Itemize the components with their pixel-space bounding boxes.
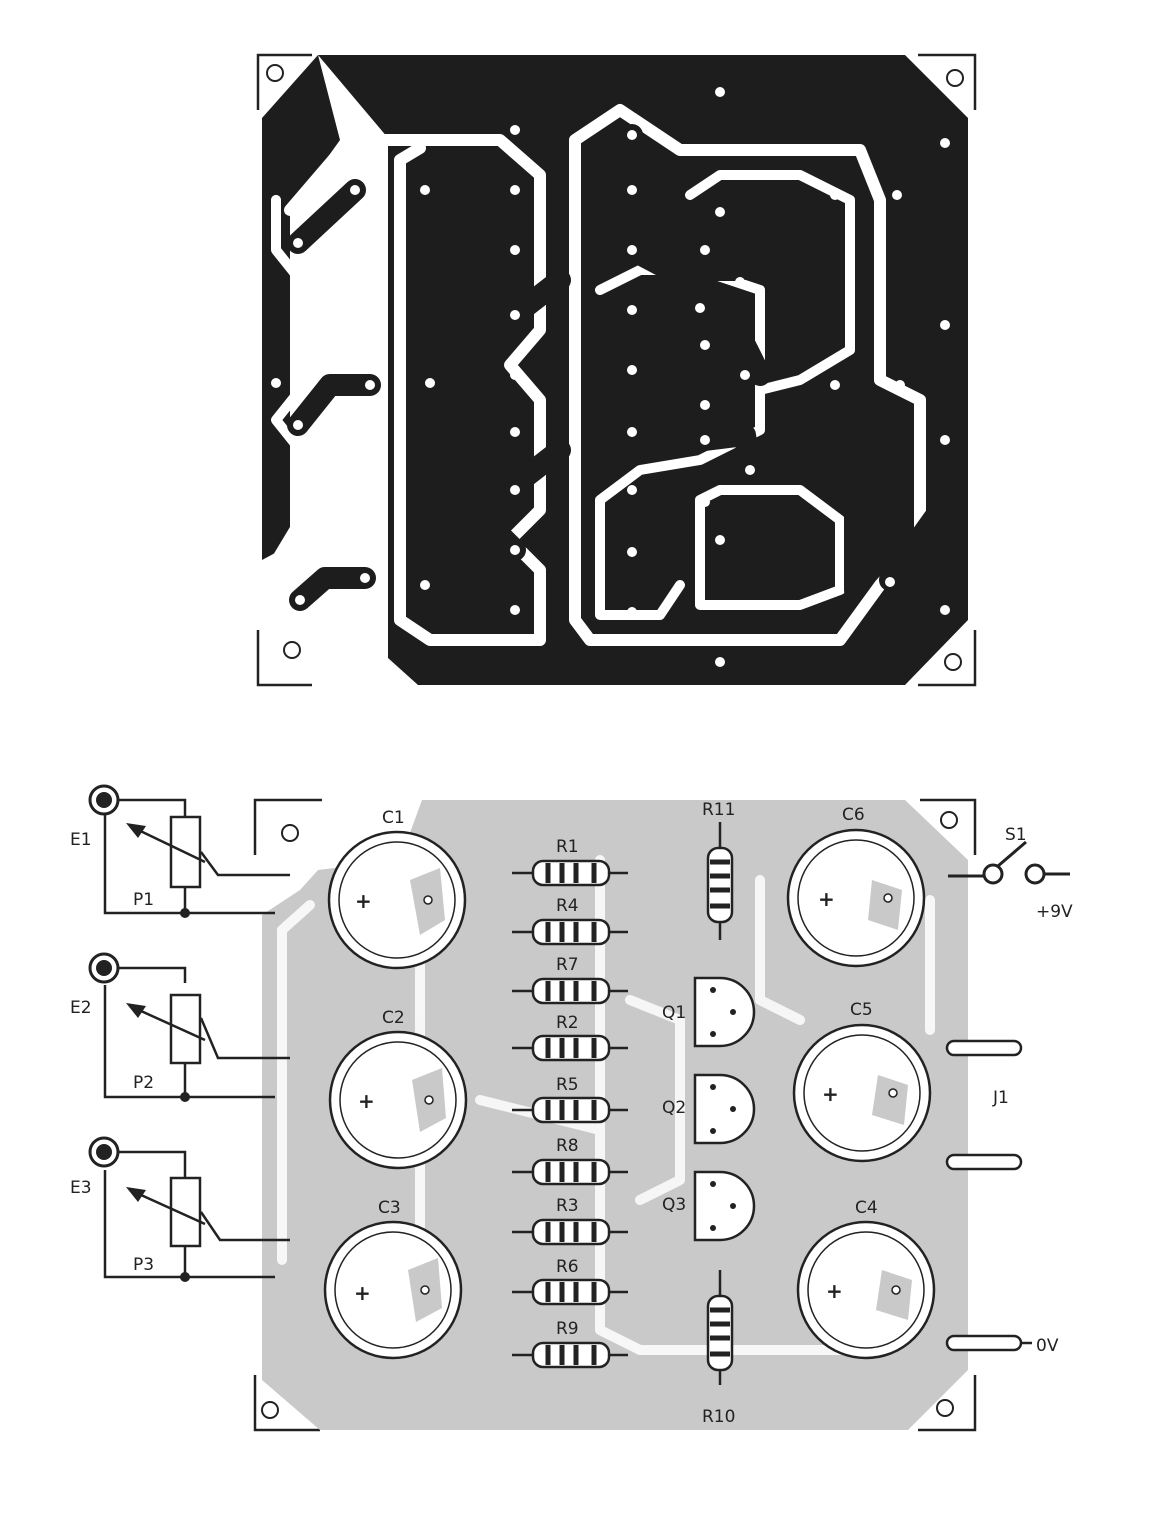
label-r1: R1: [556, 837, 579, 857]
input-jack-e3: [88, 1136, 120, 1168]
label-c4: C4: [855, 1198, 878, 1218]
capacitor-c5: [792, 1023, 932, 1163]
input-jacks: [88, 784, 120, 1168]
resistor-r8: [531, 1158, 611, 1186]
label-q3: Q3: [662, 1195, 686, 1215]
capacitors: [323, 828, 936, 1360]
resistor-r3: [531, 1218, 611, 1246]
label-r9: R9: [556, 1319, 579, 1339]
label-c3: C3: [378, 1198, 401, 1218]
resistor-r2: [531, 1034, 611, 1062]
component-side-view: + + + + + +: [88, 784, 1070, 1432]
input-jack-e1: [88, 784, 120, 816]
mounting-hole: [946, 69, 964, 87]
capacitor-c3: [323, 1220, 463, 1360]
label-r3: R3: [556, 1196, 579, 1216]
polarity-plus: +: [354, 1281, 371, 1305]
label-r10: R10: [702, 1407, 735, 1427]
label-c6: C6: [842, 805, 865, 825]
transistors: [693, 976, 756, 1242]
label-e2: E2: [70, 998, 92, 1018]
transistor-q2: [693, 1073, 756, 1145]
label-c5: C5: [850, 1000, 873, 1020]
potentiometer-p2: [169, 993, 202, 1065]
transistor-q1: [693, 976, 756, 1048]
mounting-hole: [261, 1401, 279, 1419]
label-r7: R7: [556, 955, 579, 975]
resistor-r4: [531, 918, 611, 946]
label-r6: R6: [556, 1257, 579, 1277]
capacitor-c1: [327, 830, 467, 970]
label-c1: C1: [382, 808, 405, 828]
label-s1: S1: [1005, 825, 1027, 845]
label-p1: P1: [133, 890, 154, 910]
label-r8: R8: [556, 1136, 579, 1156]
input-jack-e2: [88, 952, 120, 984]
polarity-plus: +: [822, 1082, 839, 1106]
transistor-q3: [693, 1170, 756, 1242]
resistor-r10: [706, 1294, 734, 1372]
label-positive-supply: +9V: [1036, 902, 1073, 922]
capacitor-c6: [786, 828, 926, 968]
label-r5: R5: [556, 1075, 579, 1095]
resistor-r7: [531, 977, 611, 1005]
potentiometers: [169, 815, 202, 1248]
mounting-hole: [281, 824, 299, 842]
polarity-plus: +: [818, 887, 835, 911]
potentiometer-p3: [169, 1176, 202, 1248]
label-e3: E3: [70, 1178, 92, 1198]
resistor-r5: [531, 1096, 611, 1124]
resistor-r11: [706, 846, 734, 924]
label-r4: R4: [556, 896, 579, 916]
mounting-hole: [266, 64, 284, 82]
label-q1: Q1: [662, 1003, 686, 1023]
polarity-plus: +: [355, 889, 372, 913]
copper-side-view: [256, 53, 977, 687]
label-e1: E1: [70, 830, 92, 850]
resistor-r1: [531, 859, 611, 887]
mounting-hole: [940, 811, 958, 829]
resistor-r6: [531, 1278, 611, 1306]
capacitor-c2: [328, 1030, 468, 1170]
component-labels: C1 C2 C3 C6 C5 C4 R1 R4 R7 R2 R5 R8 R3 R…: [70, 800, 1073, 1427]
label-ground: 0V: [1036, 1336, 1059, 1356]
label-r11: R11: [702, 800, 735, 820]
label-j1: J1: [992, 1088, 1009, 1108]
switch-s1: [948, 840, 1070, 885]
label-c2: C2: [382, 1008, 405, 1028]
label-r2: R2: [556, 1013, 579, 1033]
label-p3: P3: [133, 1255, 154, 1275]
polarity-plus: +: [826, 1279, 843, 1303]
mounting-hole: [944, 653, 962, 671]
label-q2: Q2: [662, 1098, 686, 1118]
output-pins-j1: [945, 1039, 1023, 1352]
mounting-hole: [936, 1399, 954, 1417]
polarity-plus: +: [358, 1089, 375, 1113]
resistor-r9: [531, 1341, 611, 1369]
resistors: [512, 822, 734, 1385]
capacitor-c4: [796, 1220, 936, 1360]
mounting-hole: [283, 641, 301, 659]
label-p2: P2: [133, 1073, 154, 1093]
